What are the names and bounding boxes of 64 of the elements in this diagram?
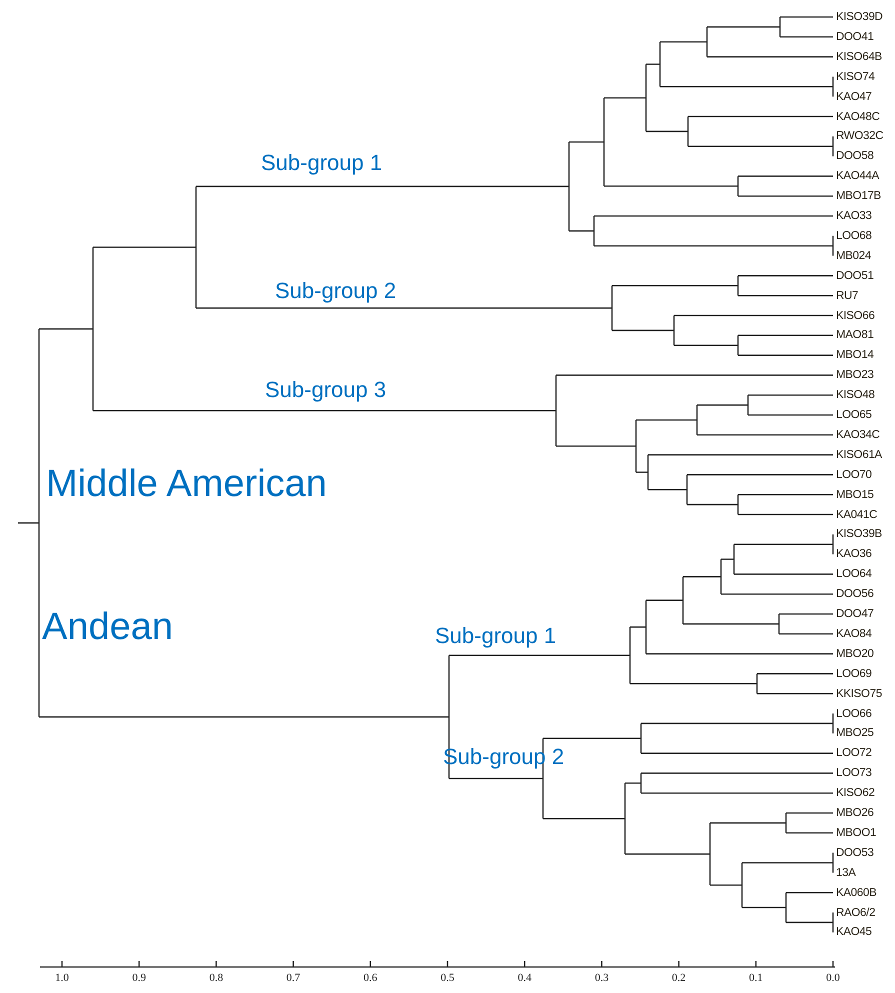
leaf-label: MB024 [836,248,871,263]
leaf-label: KISO39B [836,527,882,542]
leaf-label: KISO62 [836,786,875,800]
leaf-label: LOO69 [836,666,872,681]
tick-label: 1.0 [55,972,69,985]
leaf-label: MBO14 [836,348,874,362]
leaf-label: KKISO75 [836,686,882,701]
leaf-label: DOO47 [836,607,874,621]
subgroup-label: Sub-group 1 [261,150,382,176]
tick-label: 0.8 [209,972,224,985]
leaf-label: KAO44A [836,169,880,184]
leaf-label: RU7 [836,288,858,303]
tick-label: 0.4 [518,972,532,985]
leaf-label: KAO36 [836,547,872,562]
leaf-label: MBO15 [836,488,874,502]
leaf-label: MBOO1 [836,826,876,840]
group-label: Middle American [46,462,327,506]
leaf-label: MBO25 [836,726,874,740]
leaf-label: KA060B [836,886,876,900]
leaf-label: LOO64 [836,567,872,582]
leaf-label: KISO64B [836,50,882,64]
subgroup-label: Sub-group 1 [435,623,556,649]
leaf-label: KAO33 [836,209,872,223]
leaf-label: KISO61A [836,448,882,462]
tick-label: 0.2 [672,972,686,985]
tick-label: 0.7 [286,972,300,985]
leaf-label: LOO70 [836,468,872,482]
leaf-label: KAO84 [836,626,872,641]
leaf-label: 13A [836,866,856,880]
tick-label: 0.6 [364,972,378,985]
leaf-label: MBO26 [836,806,874,820]
leaf-label: MBO20 [836,646,874,661]
leaf-label: LOO65 [836,408,872,422]
leaf-label: DOO51 [836,268,874,283]
leaf-label: KISO48 [836,388,875,402]
leaf-label: LOO66 [836,706,872,720]
subgroup-label: Sub-group 3 [265,377,386,403]
leaf-label: DOO58 [836,149,874,164]
leaf-label: MBO17B [836,189,881,204]
leaf-label: MAO81 [836,328,874,342]
leaf-label: DOO53 [836,846,874,860]
leaf-label: RWO32C [836,129,884,144]
leaf-label: LOO68 [836,228,872,243]
leaf-label: KAO47 [836,90,872,104]
tick-label: 0.5 [440,972,454,985]
tick-label: 0.1 [749,972,763,985]
leaf-label: KISO74 [836,70,875,84]
leaf-label: KISO39D [836,10,883,24]
subgroup-label: Sub-group 2 [275,278,396,304]
tick-label: 0.9 [132,972,146,985]
leaf-label: KA041C [836,508,878,522]
leaf-label: KISO66 [836,308,875,322]
leaf-label: LOO72 [836,746,872,760]
leaf-label: DOO56 [836,587,874,602]
leaf-label: KAO45 [836,925,872,940]
leaf-label: MBO23 [836,368,874,382]
group-label: Andean [42,605,174,649]
leaf-label: LOO73 [836,766,872,780]
tick-label: 0.3 [594,972,609,985]
leaf-label: RAO6/2 [836,906,876,920]
leaf-label: KAO34C [836,428,880,442]
leaf-label: DOO41 [836,30,874,44]
tick-label: 0.0 [826,972,840,985]
leaf-label: KAO48C [836,110,880,124]
